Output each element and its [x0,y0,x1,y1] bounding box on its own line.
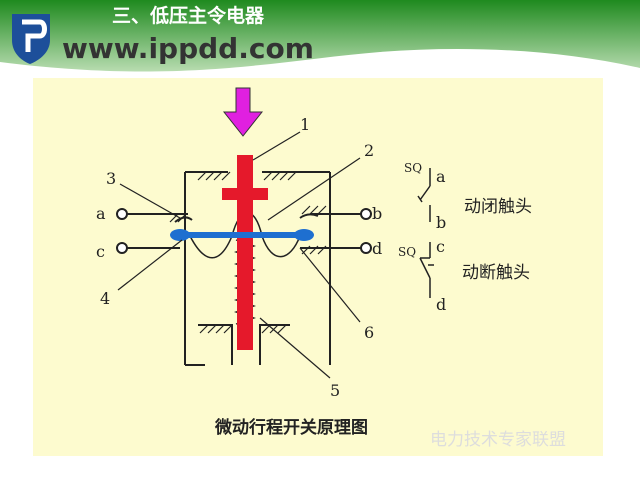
diagram-caption: 微动行程开关原理图 [215,418,368,438]
footer-watermark: 电力技术专家联盟 [430,430,566,450]
sym-d: d [436,295,446,314]
no-contact-label: 动断触头 [462,263,530,283]
sq-top-label: SQ [404,161,422,175]
housing [184,171,331,366]
label-4: 4 [100,289,110,308]
watermark: www.ippdd.com [62,32,314,65]
label-c: c [96,242,105,261]
slide-title: 三、低压主令电器 [112,5,265,27]
force-arrow-icon [222,87,264,137]
sym-a: a [436,167,446,186]
nc-contact-label: 动闭触头 [464,197,532,217]
sym-b: b [436,213,446,232]
terminal-c [116,242,128,254]
no-contact-symbol [419,242,434,298]
terminal-a [116,208,128,220]
label-2: 2 [364,141,374,160]
sq-bottom-label: SQ [398,245,416,259]
moving-contact [170,229,314,241]
label-a: a [96,204,106,223]
sym-c: c [436,237,445,256]
plunger [222,155,268,350]
terminal-b [360,208,372,220]
nc-contact-symbol [417,168,431,222]
content-panel [33,78,603,456]
label-d: d [372,239,382,258]
hatching [169,171,327,334]
slide-header [0,0,640,72]
label-1: 1 [300,115,310,134]
label-3: 3 [106,169,116,188]
label-b: b [372,204,382,223]
terminal-d [360,242,372,254]
label-5: 5 [330,381,340,400]
label-6: 6 [364,323,374,342]
logo-icon [12,14,50,64]
